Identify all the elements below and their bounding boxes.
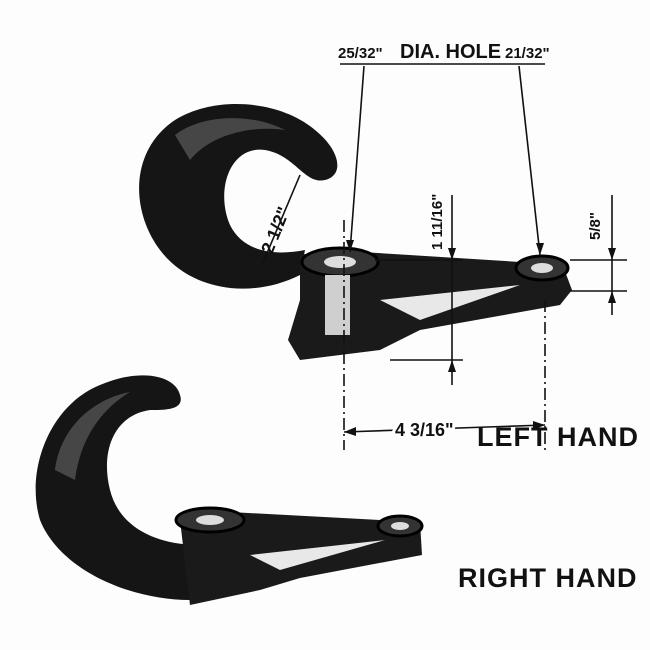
right-boss-hole (196, 515, 224, 525)
left-boss-face (325, 275, 350, 335)
hook-opening-label: 2 1/2" (257, 204, 294, 257)
hole-leader-right (518, 65, 541, 256)
right-hand-label: RIGHT HAND (458, 563, 638, 593)
right-hand-hook (35, 375, 424, 605)
left-boss-hole (324, 256, 356, 268)
left-hand-label: LEFT HAND (477, 422, 639, 452)
hole-left-label: 25/32" (338, 45, 383, 62)
boss-height-label: 1 11/16" (429, 194, 446, 250)
hole-right-label: 21/32" (505, 45, 550, 62)
dimension-lines (261, 63, 627, 450)
spacing-label: 4 3/16" (395, 420, 454, 440)
right-arm-face (250, 540, 385, 570)
eye-height-label: 5/8" (587, 212, 604, 240)
right-hook-highlight (55, 392, 130, 480)
left-hand-hook (139, 103, 572, 360)
left-arm-face (380, 285, 520, 320)
hole-title-label: DIA. HOLE (400, 41, 501, 63)
dimension-arrows (344, 240, 616, 436)
hole-leader-left (349, 65, 365, 253)
left-eye-hole (531, 263, 553, 273)
right-eye-hole (391, 522, 409, 530)
right-hook-body (35, 375, 200, 600)
hook-opening-line (261, 174, 301, 266)
spacing-line (343, 424, 546, 433)
left-hook-highlight (175, 118, 285, 160)
